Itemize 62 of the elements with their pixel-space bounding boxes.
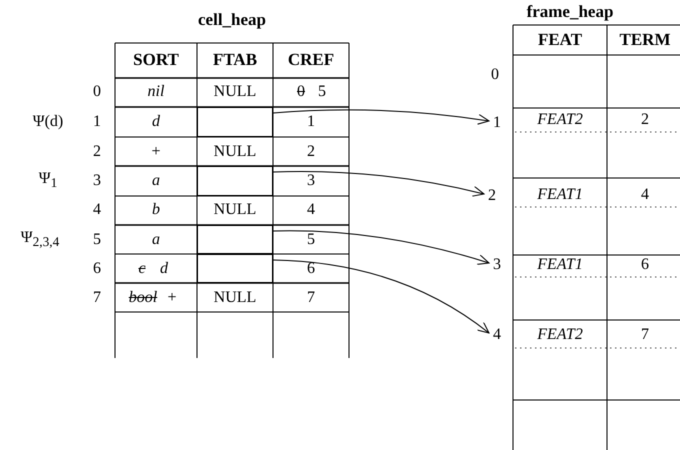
cell-value: + (167, 289, 177, 307)
cell-value: NULL (214, 143, 256, 161)
row-index: 4 (489, 326, 505, 344)
cell-value: 2 (307, 143, 315, 161)
column-header: FTAB (212, 51, 258, 69)
row-index: 1 (93, 113, 101, 131)
row-index: 7 (93, 289, 101, 307)
table-cell (197, 225, 273, 254)
row-annotation: Ψ$_{1}$ (38, 170, 58, 192)
row-index: 2 (93, 143, 101, 161)
row-index: 0 (93, 83, 101, 101)
row-index: 2 (484, 187, 500, 205)
row-index: 6 (93, 260, 101, 278)
cell-value: NULL (214, 83, 256, 101)
cell-value: FEAT1 (537, 186, 583, 204)
column-header: FEAT (538, 31, 582, 49)
column-header: CREF (288, 51, 334, 69)
cell-value: 1 (307, 113, 315, 131)
row-index: 0 (491, 66, 499, 84)
cell-value: FEAT2 (537, 326, 583, 344)
cell-value: FEAT1 (537, 256, 583, 274)
row-index: 4 (93, 201, 101, 219)
cell-value: d (152, 113, 160, 131)
arrow (272, 109, 490, 125)
struck-value: 0 (297, 83, 305, 101)
arrow (272, 260, 490, 334)
cell-value: NULL (214, 201, 256, 219)
table-cell (197, 254, 273, 283)
cell-value: NULL (214, 289, 256, 307)
table-cell (197, 107, 273, 137)
cell-value: 5 (318, 83, 326, 101)
column-header: SORT (133, 51, 179, 69)
row-index: 1 (489, 114, 505, 132)
cell-value: 2 (641, 111, 649, 129)
arrow (272, 171, 484, 197)
cell-value: nil (148, 83, 164, 101)
row-index: 3 (93, 172, 101, 190)
struck-value: bool (128, 289, 158, 307)
cell-value: a (152, 231, 160, 249)
cell-value: 4 (307, 201, 315, 219)
table-title: cell_heap (198, 11, 266, 29)
table-cell (197, 166, 273, 196)
cell-value: 7 (307, 289, 315, 307)
arrow (272, 230, 490, 266)
cell-value: 6 (307, 260, 315, 278)
cell-value: 4 (641, 186, 649, 204)
row-index: 5 (93, 231, 101, 249)
cell-value: a (152, 172, 160, 190)
struck-value: c (138, 260, 146, 278)
cell-value: 5 (307, 231, 315, 249)
row-index: 3 (489, 256, 505, 274)
row-annotation: Ψ$_{2,3,4}$ (20, 228, 60, 252)
table-title: frame_heap (526, 3, 614, 21)
cell-value: 6 (641, 256, 649, 274)
column-header: TERM (620, 31, 670, 49)
cell-value: 7 (641, 326, 649, 344)
cell-value: d (160, 260, 168, 278)
row-annotation: Ψ(d) (32, 113, 64, 131)
cell-value: FEAT2 (537, 111, 583, 129)
cell-value: b (152, 201, 160, 219)
cell-value: + (151, 143, 161, 161)
cell-value: 3 (307, 172, 315, 190)
